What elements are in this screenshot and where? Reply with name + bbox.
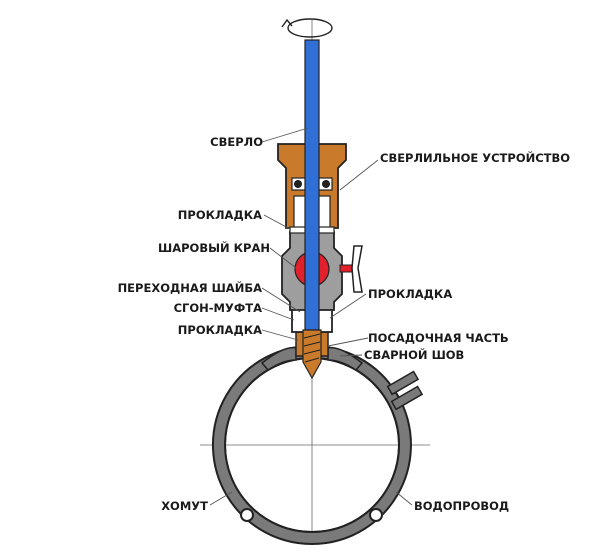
- side-bolt: [386, 370, 424, 411]
- label-drill: СВЕРЛО: [210, 135, 263, 149]
- leader-lines: [209, 127, 413, 506]
- ball-valve: [281, 231, 363, 311]
- label-clamp: ХОМУТ: [161, 499, 208, 513]
- label-adapter-washer: ПЕРЕХОДНАЯ ШАЙБА: [118, 280, 263, 295]
- clamp-ring: [211, 345, 412, 545]
- labels: СВЕРЛО СВЕРЛИЛЬНОЕ УСТРОЙСТВО ПРОКЛАДКА …: [118, 135, 571, 513]
- label-water-pipe: ВОДОПРОВОД: [414, 499, 509, 513]
- label-gasket-lower: ПРОКЛАДКА: [178, 323, 262, 337]
- label-drilling-device: СВЕРЛИЛЬНОЕ УСТРОЙСТВО: [380, 150, 570, 165]
- drill-bit: [302, 39, 322, 380]
- label-weld-seam: СВАРНОЙ ШОВ: [364, 347, 464, 362]
- label-seat-part: ПОСАДОЧНАЯ ЧАСТЬ: [368, 331, 509, 345]
- label-ball-valve: ШАРОВЫЙ КРАН: [158, 240, 270, 255]
- label-gasket-top: ПРОКЛАДКА: [178, 208, 262, 222]
- label-coupling: СГОН-МУФТА: [174, 301, 263, 315]
- rotation-arrow-icon: [281, 18, 333, 38]
- label-gasket-right: ПРОКЛАДКА: [368, 287, 452, 301]
